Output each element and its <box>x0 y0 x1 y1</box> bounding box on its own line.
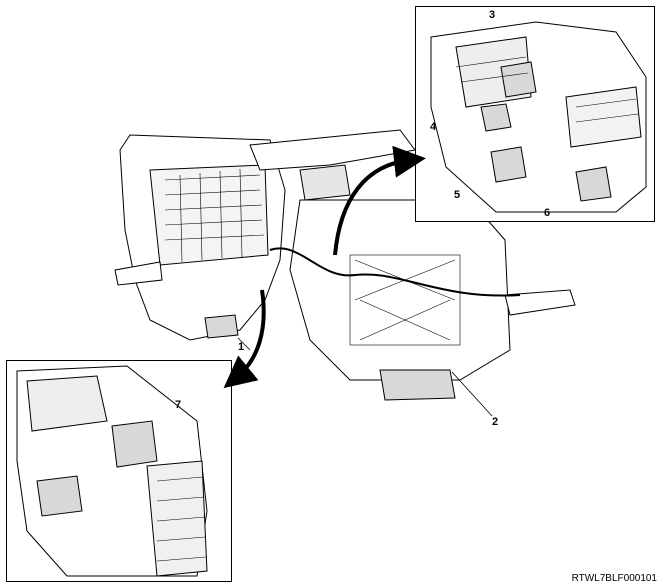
figure-code: RTWL7BLF000101 <box>571 573 657 584</box>
callout-6: 6 <box>544 207 551 219</box>
callout-2: 2 <box>492 416 499 428</box>
callout-7: 7 <box>175 399 182 411</box>
inset-illustration-upper <box>430 21 647 213</box>
detail-inset-actuator-7 <box>6 360 232 582</box>
callout-1: 1 <box>238 341 245 353</box>
callout-3: 3 <box>489 9 496 21</box>
callout-5: 5 <box>454 189 461 201</box>
detail-inset-actuators <box>415 6 655 222</box>
callout-4: 4 <box>430 121 437 133</box>
inset-illustration-lower <box>16 365 208 577</box>
